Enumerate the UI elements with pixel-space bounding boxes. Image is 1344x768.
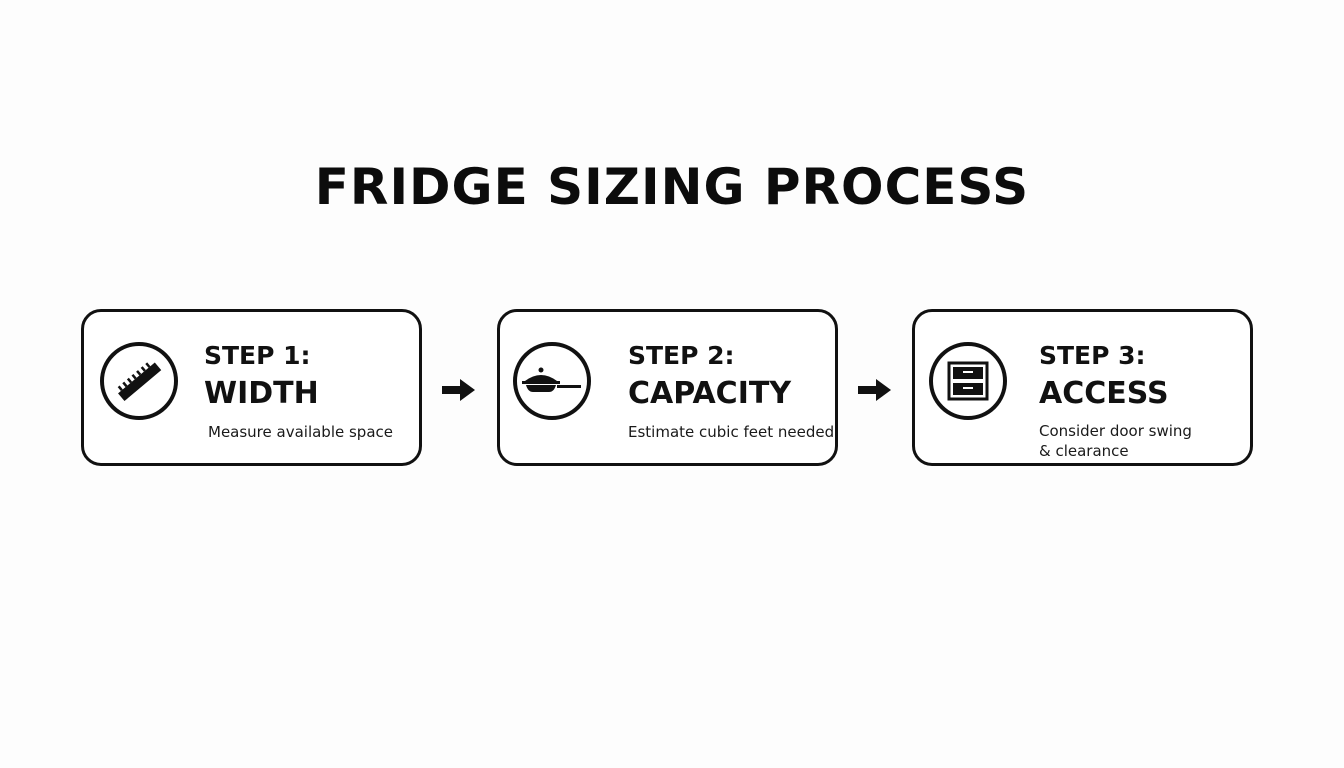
step-heading: STEP 1: WIDTH bbox=[204, 338, 319, 414]
step-description-line: & clearance bbox=[1039, 442, 1129, 460]
step-description: Estimate cubic feet needed bbox=[628, 423, 835, 441]
step-label: STEP 1: bbox=[204, 341, 311, 370]
step-description-line: Consider door swing bbox=[1039, 422, 1192, 440]
step-card-access: STEP 3: ACCESS Consider door swing & cle… bbox=[912, 309, 1253, 466]
arrow-right-icon bbox=[858, 379, 891, 401]
step-label: STEP 2: bbox=[628, 341, 735, 370]
drawer-cabinet-icon bbox=[947, 361, 989, 401]
step-label: STEP 3: bbox=[1039, 341, 1146, 370]
step-heading: STEP 3: ACCESS bbox=[1039, 338, 1169, 414]
step-heading: STEP 2: CAPACITY bbox=[628, 338, 791, 414]
icon-circle bbox=[513, 342, 591, 420]
step-card-capacity: STEP 2: CAPACITY Estimate cubic feet nee… bbox=[497, 309, 838, 466]
icon-circle bbox=[100, 342, 178, 420]
step-description: Measure available space bbox=[208, 423, 393, 441]
step-name: ACCESS bbox=[1039, 376, 1169, 411]
step-name: CAPACITY bbox=[628, 376, 792, 411]
arrow-right-icon bbox=[442, 379, 475, 401]
step-card-width: STEP 1: WIDTH Measure available space bbox=[81, 309, 422, 466]
step-description: Consider door swing & clearance bbox=[1039, 421, 1192, 461]
pan-icon bbox=[522, 367, 581, 392]
page-title: FRIDGE SIZING PROCESS bbox=[314, 158, 1030, 216]
ruler-icon bbox=[117, 362, 162, 402]
step-name: WIDTH bbox=[204, 376, 319, 411]
icon-circle bbox=[929, 342, 1007, 420]
